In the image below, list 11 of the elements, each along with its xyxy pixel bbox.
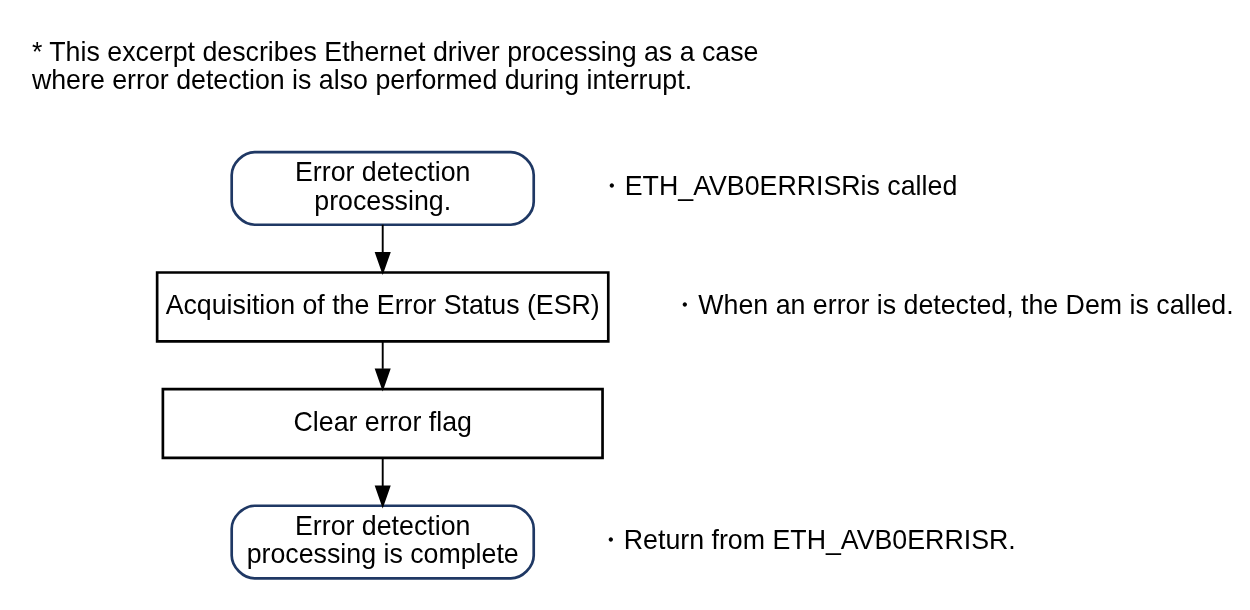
node-box: Error detection processing. bbox=[230, 150, 536, 227]
label: * This excerpt describes Ethernet driver processing as a case where error detection is also performed during interrupt. bbox=[31, 36, 759, 96]
node-box: Clear error flag bbox=[161, 387, 604, 460]
arrow bbox=[374, 457, 391, 509]
arrow bbox=[374, 223, 391, 276]
node-label: ・Return from ETH_AVB0ERRISR. bbox=[596, 525, 1016, 556]
arrow bbox=[374, 340, 391, 392]
node-box: Error detection processing is complete bbox=[230, 504, 536, 580]
node-label: ・ETH_AVB0ERRISRis called bbox=[597, 171, 958, 202]
node-label: ・When an error is detected, the Dem is called. bbox=[671, 289, 1234, 320]
node-box: Acquisition of the Error Status (ESR) bbox=[155, 271, 610, 343]
